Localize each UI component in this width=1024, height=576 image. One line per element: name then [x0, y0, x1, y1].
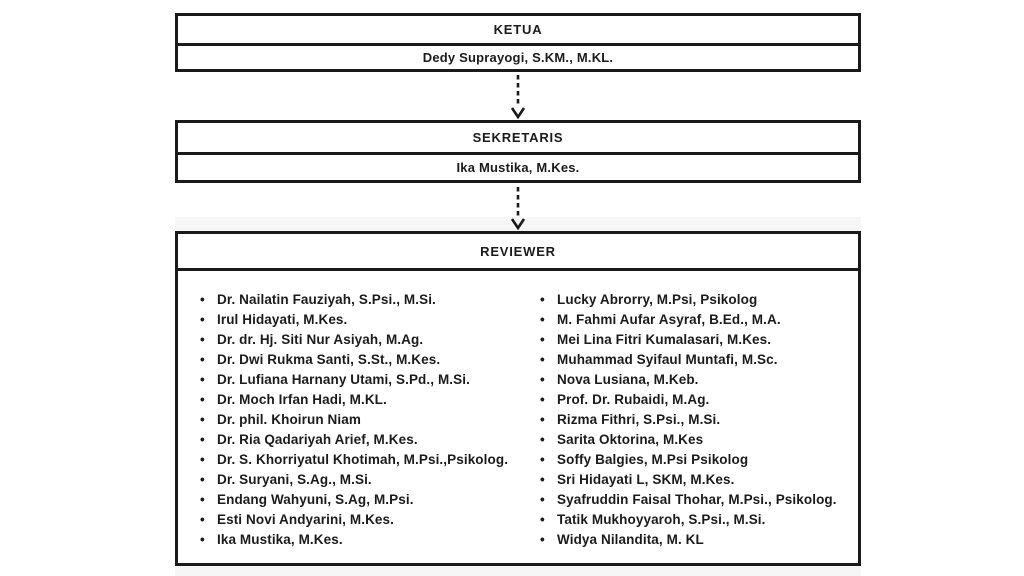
reviewer-name: Muhammad Syifaul Muntafi, M.Sc. [557, 352, 778, 367]
reviewer-name: Dr. Lufiana Harnany Utami, S.Pd., M.Si. [217, 372, 470, 387]
reviewer-name: Irul Hidayati, M.Kes. [217, 312, 348, 327]
reviewer-list-item: • Dr. dr. Hj. Siti Nur Asiyah, M.Ag. [200, 330, 518, 350]
ketua-member: Dedy Suprayogi, S.KM., M.KL. [422, 50, 614, 65]
reviewer-list-item: • Mei Lina Fitri Kumalasari, M.Kes. [540, 330, 858, 350]
reviewer-list-item: • Dr. Moch Irfan Hadi, M.KL. [200, 390, 518, 410]
reviewer-name: Esti Novi Andyarini, M.Kes. [217, 512, 394, 527]
sekretaris-member: Ika Mustika, M.Kes. [456, 160, 580, 175]
bullet-icon: • [540, 372, 545, 387]
reviewer-name: Dr. dr. Hj. Siti Nur Asiyah, M.Ag. [217, 332, 424, 347]
bullet-icon: • [200, 292, 205, 307]
reviewer-list-item: • Dr. Lufiana Harnany Utami, S.Pd., M.Si… [200, 370, 518, 390]
reviewer-list-item: • Muhammad Syifaul Muntafi, M.Sc. [540, 350, 858, 370]
reviewer-name: Dr. Nailatin Fauziyah, S.Psi., M.Si. [217, 292, 436, 307]
reviewer-name: Dr. phil. Khoirun Niam [217, 412, 361, 427]
reviewer-list-item: • Dr. phil. Khoirun Niam [200, 410, 518, 430]
bullet-icon: • [540, 432, 545, 447]
reviewer-name: Lucky Abrorry, M.Psi, Psikolog [557, 292, 758, 307]
reviewer-name: Soffy Balgies, M.Psi Psikolog [557, 452, 749, 467]
dashed-down-arrow-icon [510, 187, 526, 230]
bullet-icon: • [540, 312, 545, 327]
bullet-icon: • [540, 412, 545, 427]
bullet-icon: • [540, 332, 545, 347]
bullet-icon: • [200, 412, 205, 427]
reviewer-list-item: • Syafruddin Faisal Thohar, M.Psi., Psik… [540, 490, 858, 510]
reviewer-name: Syafruddin Faisal Thohar, M.Psi., Psikol… [557, 492, 837, 507]
reviewer-title: REVIEWER [178, 234, 858, 271]
reviewer-name: Tatik Mukhoyyaroh, S.Psi., M.Si. [557, 512, 766, 527]
reviewer-list-item: • Endang Wahyuni, S.Ag, M.Psi. [200, 490, 518, 510]
reviewer-name: Mei Lina Fitri Kumalasari, M.Kes. [557, 332, 772, 347]
bullet-icon: • [200, 352, 205, 367]
reviewer-name: Dr. Moch Irfan Hadi, M.KL. [217, 392, 387, 407]
bullet-icon: • [540, 532, 545, 547]
ketua-title: KETUA [178, 16, 858, 46]
reviewer-list: • Dr. Nailatin Fauziyah, S.Psi., M.Si. •… [178, 271, 858, 563]
reviewer-list-item: • Ika Mustika, M.Kes. [200, 530, 518, 550]
bullet-icon: • [200, 392, 205, 407]
reviewer-column-left: • Dr. Nailatin Fauziyah, S.Psi., M.Si. •… [178, 290, 518, 563]
reviewer-name: Widya Nilandita, M. KL [557, 532, 704, 547]
bullet-icon: • [200, 312, 205, 327]
reviewer-list-item: • Soffy Balgies, M.Psi Psikolog [540, 450, 858, 470]
bullet-icon: • [200, 532, 205, 547]
bullet-icon: • [200, 512, 205, 527]
ketua-box: KETUA Dedy Suprayogi, S.KM., M.KL. [175, 13, 861, 72]
reviewer-name: Prof. Dr. Rubaidi, M.Ag. [557, 392, 710, 407]
bullet-icon: • [200, 332, 205, 347]
bullet-icon: • [540, 352, 545, 367]
reviewer-list-item: • Tatik Mukhoyyaroh, S.Psi., M.Si. [540, 510, 858, 530]
reviewer-list-item: • Widya Nilandita, M. KL [540, 530, 858, 550]
reviewer-name: Dr. Dwi Rukma Santi, S.St., M.Kes. [217, 352, 441, 367]
reviewer-name: Rizma Fithri, S.Psi., M.Si. [557, 412, 721, 427]
bullet-icon: • [200, 372, 205, 387]
reviewer-name: Sri Hidayati L, SKM, M.Kes. [557, 472, 735, 487]
reviewer-name: Endang Wahyuni, S.Ag, M.Psi. [217, 492, 414, 507]
bullet-icon: • [200, 432, 205, 447]
reviewer-column-right: • Lucky Abrorry, M.Psi, Psikolog • M. Fa… [518, 290, 858, 563]
reviewer-name: Dr. S. Khorriyatul Khotimah, M.Psi.,Psik… [217, 452, 509, 467]
reviewer-box-top-shadow [175, 217, 861, 231]
bullet-icon: • [540, 452, 545, 467]
bullet-icon: • [200, 492, 205, 507]
reviewer-name: M. Fahmi Aufar Asyraf, B.Ed., M.A. [557, 312, 781, 327]
bullet-icon: • [540, 472, 545, 487]
reviewer-list-item: • Sarita Oktorina, M.Kes [540, 430, 858, 450]
bullet-icon: • [200, 452, 205, 467]
sekretaris-box: SEKRETARIS Ika Mustika, M.Kes. [175, 120, 861, 183]
reviewer-list-item: • Nova Lusiana, M.Keb. [540, 370, 858, 390]
bullet-icon: • [200, 472, 205, 487]
reviewer-name: Nova Lusiana, M.Keb. [557, 372, 699, 387]
reviewer-list-item: • M. Fahmi Aufar Asyraf, B.Ed., M.A. [540, 310, 858, 330]
bullet-icon: • [540, 512, 545, 527]
bullet-icon: • [540, 492, 545, 507]
reviewer-name: Sarita Oktorina, M.Kes [557, 432, 704, 447]
reviewer-name: Dr. Ria Qadariyah Arief, M.Kes. [217, 432, 418, 447]
reviewer-name: Dr. Suryani, S.Ag., M.Si. [217, 472, 372, 487]
bullet-icon: • [540, 392, 545, 407]
reviewer-list-item: • Rizma Fithri, S.Psi., M.Si. [540, 410, 858, 430]
reviewer-box: REVIEWER • Dr. Nailatin Fauziyah, S.Psi.… [175, 231, 861, 566]
reviewer-list-item: • Dr. Suryani, S.Ag., M.Si. [200, 470, 518, 490]
reviewer-list-item: • Dr. Dwi Rukma Santi, S.St., M.Kes. [200, 350, 518, 370]
reviewer-list-item: • Esti Novi Andyarini, M.Kes. [200, 510, 518, 530]
reviewer-list-item: • Dr. Nailatin Fauziyah, S.Psi., M.Si. [200, 290, 518, 310]
sekretaris-title: SEKRETARIS [178, 123, 858, 155]
reviewer-list-item: • Irul Hidayati, M.Kes. [200, 310, 518, 330]
reviewer-name: Ika Mustika, M.Kes. [217, 532, 343, 547]
reviewer-list-item: • Sri Hidayati L, SKM, M.Kes. [540, 470, 858, 490]
bullet-icon: • [540, 292, 545, 307]
dashed-down-arrow-icon [510, 75, 526, 119]
reviewer-box-bottom-shadow [175, 566, 861, 576]
reviewer-list-item: • Prof. Dr. Rubaidi, M.Ag. [540, 390, 858, 410]
reviewer-list-item: • Dr. Ria Qadariyah Arief, M.Kes. [200, 430, 518, 450]
reviewer-list-item: • Lucky Abrorry, M.Psi, Psikolog [540, 290, 858, 310]
reviewer-list-item: • Dr. S. Khorriyatul Khotimah, M.Psi.,Ps… [200, 450, 518, 470]
